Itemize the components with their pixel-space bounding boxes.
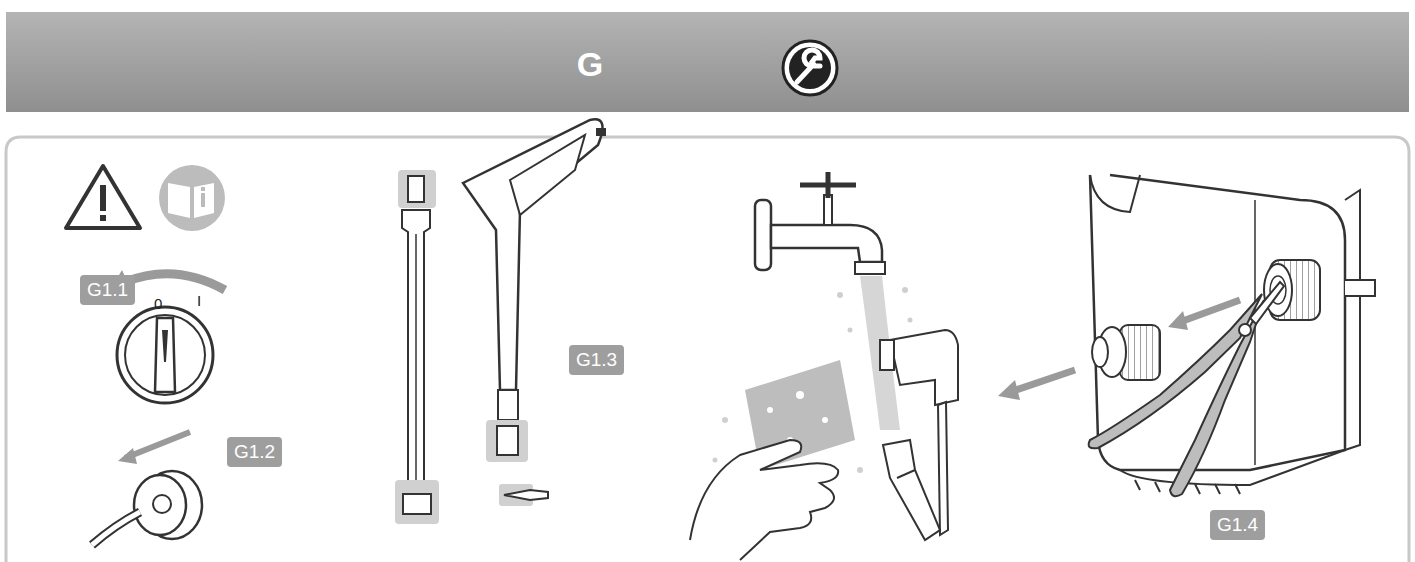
step-tag: G1.4	[1210, 510, 1265, 540]
wrench-icon	[783, 41, 837, 95]
switch-position: 0	[154, 295, 162, 312]
step-tag: G1.3	[569, 345, 624, 375]
step-number: G1.2	[234, 441, 275, 462]
mains-plug	[92, 432, 202, 545]
step-number: G1.1	[87, 279, 128, 300]
step-number: G1.3	[576, 349, 617, 370]
pliers	[1089, 282, 1284, 496]
spray-gun	[463, 119, 606, 506]
hand-sponge	[690, 360, 863, 560]
step-number: G1.4	[1217, 514, 1258, 535]
filter-part	[880, 330, 1075, 540]
manual-icon	[159, 165, 225, 231]
hose-coupler	[1092, 300, 1240, 380]
panel-outline	[6, 137, 1409, 562]
header-band	[6, 12, 1409, 112]
step-tag: G1.2	[227, 437, 282, 467]
step-tag: G1.1	[80, 275, 135, 305]
spray-lance	[395, 170, 439, 524]
section-letter: G	[577, 45, 603, 84]
warning-symbol	[66, 166, 140, 228]
switch-position: I	[197, 292, 201, 309]
